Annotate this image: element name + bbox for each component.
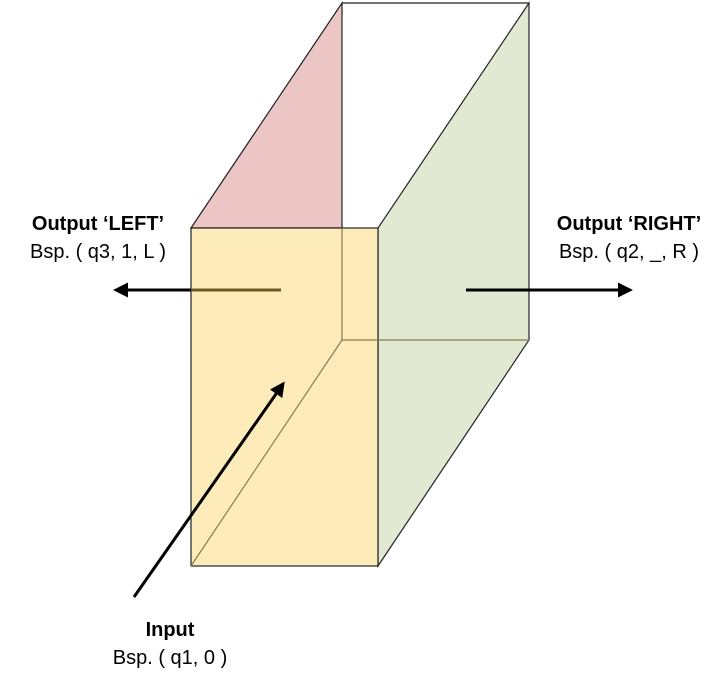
box-back-diagonal-edge — [190, 339, 343, 567]
input-label: Input Bsp. ( q1, 0 ) — [70, 616, 270, 672]
right-output-title: Output ‘RIGHT’ — [556, 213, 702, 235]
box-front-face — [190, 227, 379, 567]
left-output-label: Output ‘LEFT’ Bsp. ( q3, 1, L ) — [0, 210, 196, 266]
right-output-example: Bsp. ( q2, _, R ) — [558, 241, 700, 263]
left-output-example: Bsp. ( q3, 1, L ) — [30, 241, 166, 263]
input-example: Bsp. ( q1, 0 ) — [112, 647, 228, 669]
box-left-face — [189, 1, 343, 229]
box-right-face — [377, 1, 530, 568]
input-arrow — [132, 381, 285, 598]
left-output-title: Output ‘LEFT’ — [31, 213, 165, 235]
right-output-label: Output ‘RIGHT’ Bsp. ( q2, _, R ) — [530, 210, 728, 266]
input-title: Input — [145, 619, 195, 641]
